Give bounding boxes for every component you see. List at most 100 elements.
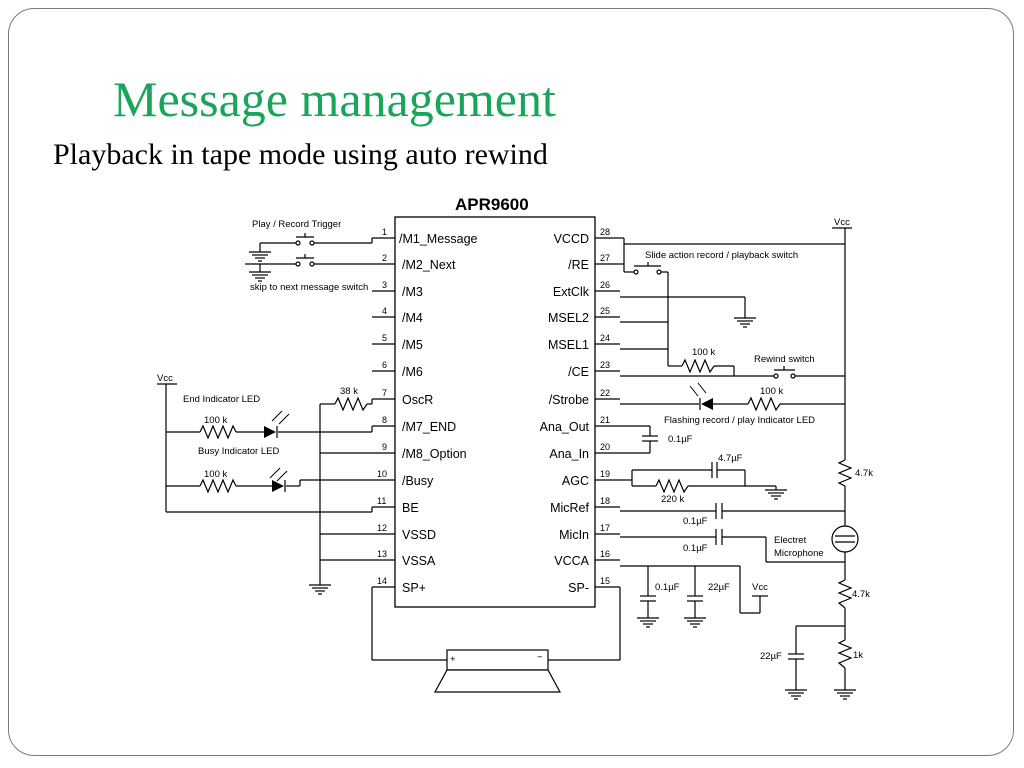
- slide-title: Message management: [113, 71, 556, 127]
- pin-label: MicIn: [559, 528, 589, 542]
- pin-number: 18: [600, 496, 610, 506]
- pin-number: 11: [377, 496, 386, 506]
- pin-label: ExtClk: [553, 285, 590, 299]
- c-agc-label: 4.7µF: [718, 453, 743, 464]
- pin-label: MSEL1: [548, 338, 589, 352]
- pin-number: 27: [600, 253, 610, 263]
- c-vcca-1-label: 0.1µF: [655, 582, 680, 593]
- agc-network: [620, 462, 777, 494]
- mic-label-2: Microphone: [774, 548, 824, 559]
- speaker-minus: −: [537, 652, 543, 663]
- vcc-bottom-label: Vcc: [752, 582, 768, 593]
- pin-label: /CE: [568, 365, 589, 379]
- c-micin-label: 0.1µF: [683, 543, 708, 554]
- pin-number: 22: [600, 388, 610, 398]
- pin-number: 12: [377, 523, 387, 533]
- skip-switch-label: skip to next message switch: [250, 282, 368, 293]
- pin-number: 26: [600, 280, 610, 290]
- c-micref-label: 0.1µF: [683, 516, 708, 527]
- pin-label: /RE: [568, 258, 589, 272]
- ce-resistor: [667, 352, 735, 376]
- c-anaout-label: 0.1µF: [668, 434, 693, 445]
- pin-number: 3: [382, 280, 387, 290]
- r-100k-strobe-label: 100 k: [760, 386, 783, 397]
- skip-next-switch: [245, 254, 372, 272]
- r-47k-bottom-label: 4.7k: [852, 589, 870, 600]
- end-led-diode: [264, 426, 276, 438]
- left-pins: 1 /M1_Message 2 /M2_Next 3 /M3 4 /M4 5 /…: [377, 227, 478, 595]
- pin-label: Ana_In: [549, 447, 589, 461]
- pin-label: VSSA: [402, 554, 436, 568]
- left-pin-stubs: [372, 237, 395, 588]
- micin-cap: [620, 529, 845, 563]
- micref-cap: [620, 503, 845, 519]
- speaker-wiring: [371, 587, 621, 661]
- pin-number: 4: [382, 306, 387, 316]
- strobe-led-arrows: [689, 382, 707, 397]
- pin-number: 14: [377, 576, 387, 586]
- r-47k-top-label: 4.7k: [855, 468, 873, 479]
- pin-label: /M4: [402, 311, 423, 325]
- rewind-switch-label: Rewind switch: [754, 354, 815, 365]
- pin-number: 16: [600, 549, 610, 559]
- mic-bias-lower: [788, 579, 853, 690]
- pin-number: 28: [600, 227, 610, 237]
- mic-label-1: Electret: [774, 535, 807, 546]
- r-1k-label: 1k: [853, 650, 863, 661]
- end-led-label: End Indicator LED: [183, 394, 260, 405]
- r-100k-busy-label: 100 k: [204, 469, 227, 480]
- pin-number: 15: [600, 576, 610, 586]
- play-record-trigger-label: Play / Record Trigger: [252, 219, 341, 230]
- vcc-top-label: Vcc: [834, 217, 850, 228]
- r-100k-end-label: 100 k: [204, 415, 227, 426]
- pin-number: 20: [600, 442, 610, 452]
- rewind-switch: [620, 366, 845, 379]
- pin-number: 21: [600, 415, 610, 425]
- pin-label: OscR: [402, 393, 433, 407]
- microphone: [831, 525, 859, 580]
- pin-number: 24: [600, 333, 610, 343]
- vcc-left-label: Vcc: [157, 373, 173, 384]
- c-vcca-2-label: 22µF: [708, 582, 730, 593]
- pin-label: /M6: [402, 365, 423, 379]
- extclk-ground: [620, 296, 746, 350]
- vcca-network: [620, 565, 768, 618]
- busy-led-branch: [166, 478, 372, 494]
- osc-resistor: [319, 396, 373, 585]
- pin-label: BE: [402, 501, 419, 515]
- pin-number: 8: [382, 415, 387, 425]
- pin-label: MSEL2: [548, 311, 589, 325]
- r-agc-label: 220 k: [661, 494, 684, 505]
- speaker: [433, 649, 562, 693]
- pin-number: 25: [600, 306, 610, 316]
- pin-number: 10: [377, 469, 387, 479]
- pin-number: 2: [382, 253, 387, 263]
- busy-led-diode: [272, 480, 284, 492]
- pin-label: /M5: [402, 338, 423, 352]
- pin-label: /Strobe: [549, 393, 589, 407]
- chip-name: APR9600: [455, 195, 529, 214]
- right-pins: 28 VCCD 27 /RE 26 ExtClk 25 MSEL2 24 MSE…: [540, 227, 610, 595]
- pin-label: /M8_Option: [402, 447, 467, 461]
- slide-switch-label: Slide action record / playback switch: [645, 250, 798, 261]
- speaker-plus: +: [450, 654, 456, 665]
- c-22u-label: 22µF: [760, 651, 782, 662]
- pin-label: VSSD: [402, 528, 436, 542]
- pin-label: SP-: [568, 581, 589, 595]
- pin-label: MicRef: [550, 501, 589, 515]
- strobe-led-diode: [701, 398, 713, 410]
- pin-number: 23: [600, 360, 610, 370]
- pin-number: 17: [600, 523, 610, 533]
- pin-number: 9: [382, 442, 387, 452]
- pin-number: 13: [377, 549, 387, 559]
- mic-bias-resistor-top: [837, 459, 853, 530]
- ana-coupling-cap: [620, 425, 658, 454]
- pin-label: VCCA: [554, 554, 589, 568]
- chip-body: [394, 216, 596, 608]
- r-38k-label: 38 k: [340, 386, 358, 397]
- pin-number: 6: [382, 360, 387, 370]
- pin-number: 5: [382, 333, 387, 343]
- pin-number: 7: [382, 388, 387, 398]
- play-record-trigger-switch: [259, 233, 373, 252]
- busy-led-label: Busy Indicator LED: [198, 446, 279, 457]
